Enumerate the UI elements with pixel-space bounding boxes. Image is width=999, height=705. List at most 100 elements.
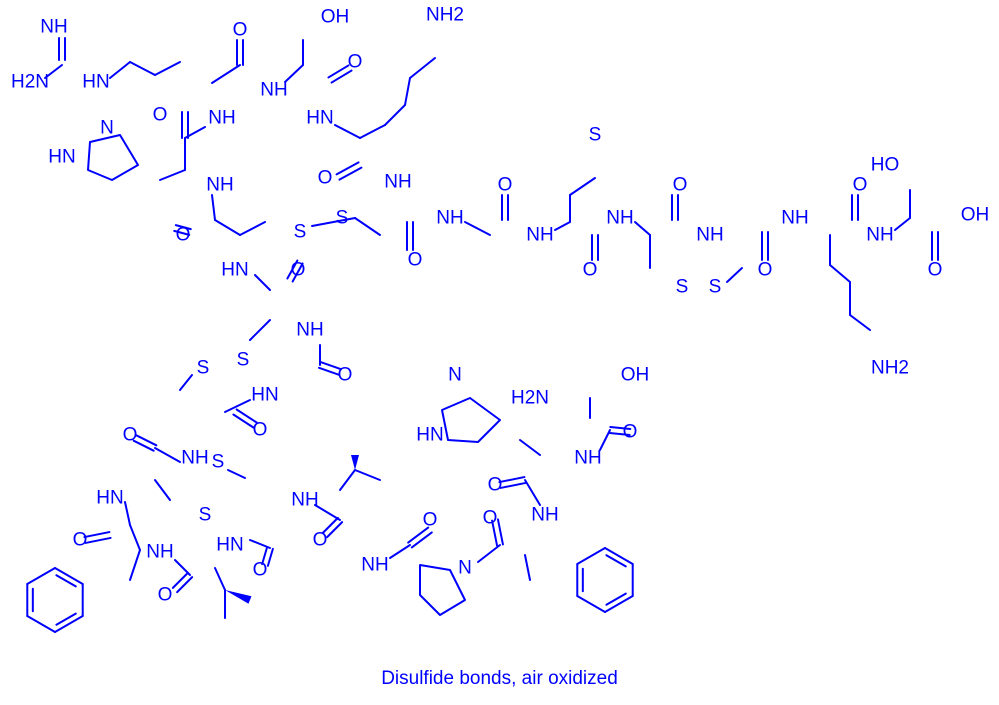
cys2-carbonyl-o: O — [408, 250, 423, 271]
cys6-carbonyl-o: O — [253, 420, 268, 441]
his-side-chain — [159, 169, 186, 181]
cys-nh: NH — [384, 172, 411, 193]
ser-backbone — [284, 64, 304, 83]
arg-backbone — [211, 64, 241, 84]
his-carbonyl-o: O — [153, 105, 168, 126]
ile2-backbone — [314, 504, 341, 521]
imidazole-ring-top — [87, 134, 139, 181]
cys7-carbonyl — [132, 439, 155, 452]
ile-carbonyl — [171, 571, 189, 589]
ile2-carbonyl — [321, 516, 339, 534]
lys-carbonyl — [338, 166, 363, 181]
gly2-carbonyl-o: O — [338, 365, 353, 386]
phe2-benzene — [604, 547, 634, 565]
thr2-carbonyl — [608, 431, 631, 436]
lys-side-chain — [404, 77, 411, 106]
ile-methyl-wedge — [225, 590, 252, 604]
cys2-side-chain — [354, 217, 381, 236]
pro-carbonyl — [407, 526, 430, 544]
phe2-benzene — [576, 595, 606, 613]
cys7-carbonyl-o: O — [123, 425, 138, 446]
guanidine-amine: H2N — [11, 72, 49, 93]
gly2-carbonyl — [319, 361, 342, 371]
met-side-chain — [569, 177, 596, 196]
disulfide-s4: S — [709, 277, 722, 298]
thr2-backbone — [599, 429, 611, 451]
pro-carbonyl — [410, 531, 433, 549]
acid-oh: OH — [961, 205, 990, 226]
cys6-carbonyl — [235, 408, 258, 424]
arg-carbonyl-o: O — [233, 20, 248, 41]
cys4-carbonyl-o: O — [758, 260, 773, 281]
cys5-carbonyl — [291, 262, 304, 283]
ser-carbonyl — [330, 69, 353, 84]
ile-side-chain — [214, 567, 226, 591]
ile-carbonyl-o: O — [158, 585, 173, 606]
cys8-carbonyl-o: O — [253, 560, 268, 581]
cys4-nh: NH — [696, 225, 723, 246]
his-nh-top: NH — [208, 108, 235, 129]
cys1-backbone — [211, 194, 216, 221]
cys1b-nh: HN — [221, 260, 248, 281]
phe2-benzene — [604, 595, 634, 613]
cys6-backbone — [224, 399, 251, 413]
met-carbonyl-o: O — [583, 260, 598, 281]
phe2-carbonyl — [491, 519, 499, 547]
phe-carbonyl-o: O — [73, 530, 88, 551]
cys5-carbonyl-o: O — [291, 260, 306, 281]
thr2-nh2: H2N — [511, 388, 549, 409]
his2-carbonyl — [498, 476, 526, 484]
pro-carbonyl-o: O — [423, 510, 438, 531]
his2-side-chain — [519, 439, 541, 456]
thr-oh: HO — [871, 155, 900, 176]
lys-nh2: NH2 — [426, 5, 464, 26]
ile2-carbonyl — [326, 521, 344, 539]
phe-benzene — [55, 574, 77, 588]
gly2-nh: NH — [296, 320, 323, 341]
disulfide-s2: S — [336, 208, 349, 229]
phe2-carbonyl — [496, 518, 504, 546]
guanidine-nh: HN — [82, 72, 109, 93]
pro-link — [389, 544, 411, 559]
cys1-carbonyl-o: O — [176, 225, 191, 246]
thr-nh: NH — [866, 225, 893, 246]
cys6-side-chain — [179, 374, 193, 391]
gly-backbone — [464, 221, 491, 236]
cys8-side-chain — [227, 469, 246, 479]
lys-nh: HN — [306, 108, 333, 129]
imidazole-ring-bottom — [441, 397, 501, 443]
cys7-nh: NH — [181, 448, 208, 469]
phe-benzene — [55, 612, 77, 626]
lys-side-chain — [359, 124, 386, 139]
cys8-nh: HN — [216, 535, 243, 556]
ile2-side-chain — [339, 469, 356, 491]
phe2-benzene — [605, 554, 627, 568]
pro-n: N — [458, 558, 472, 579]
phe-side-chain — [129, 524, 141, 551]
ile2-side-chain — [354, 469, 381, 481]
arg-side-chain — [129, 61, 156, 76]
lys2-nh: NH — [781, 208, 808, 229]
lys2-carbonyl-o: O — [853, 175, 868, 196]
phe-side-chain — [129, 549, 141, 581]
phe-benzene — [26, 615, 56, 633]
arg-side-chain — [109, 61, 131, 79]
lys-carbonyl-o: O — [318, 168, 333, 189]
met-s: S — [589, 125, 602, 146]
cys7-side-chain — [154, 479, 171, 501]
cys6-nh: HN — [251, 385, 278, 406]
cys5-carbonyl — [286, 259, 299, 280]
disulfide-s5: S — [237, 350, 250, 371]
bond-layer — [26, 37, 939, 633]
thr2-carbonyl-o: O — [623, 422, 638, 443]
cys7-carbonyl — [135, 434, 158, 447]
phe2-benzene — [576, 547, 606, 565]
met-side-chain — [554, 221, 571, 231]
figure-caption: Disulfide bonds, air oxidized — [381, 668, 618, 689]
cys1-side-chain — [239, 221, 266, 236]
phe-carbonyl — [83, 531, 111, 539]
imidazole-nh-bottom: HN — [416, 425, 443, 446]
ile2-nh: NH — [291, 490, 318, 511]
